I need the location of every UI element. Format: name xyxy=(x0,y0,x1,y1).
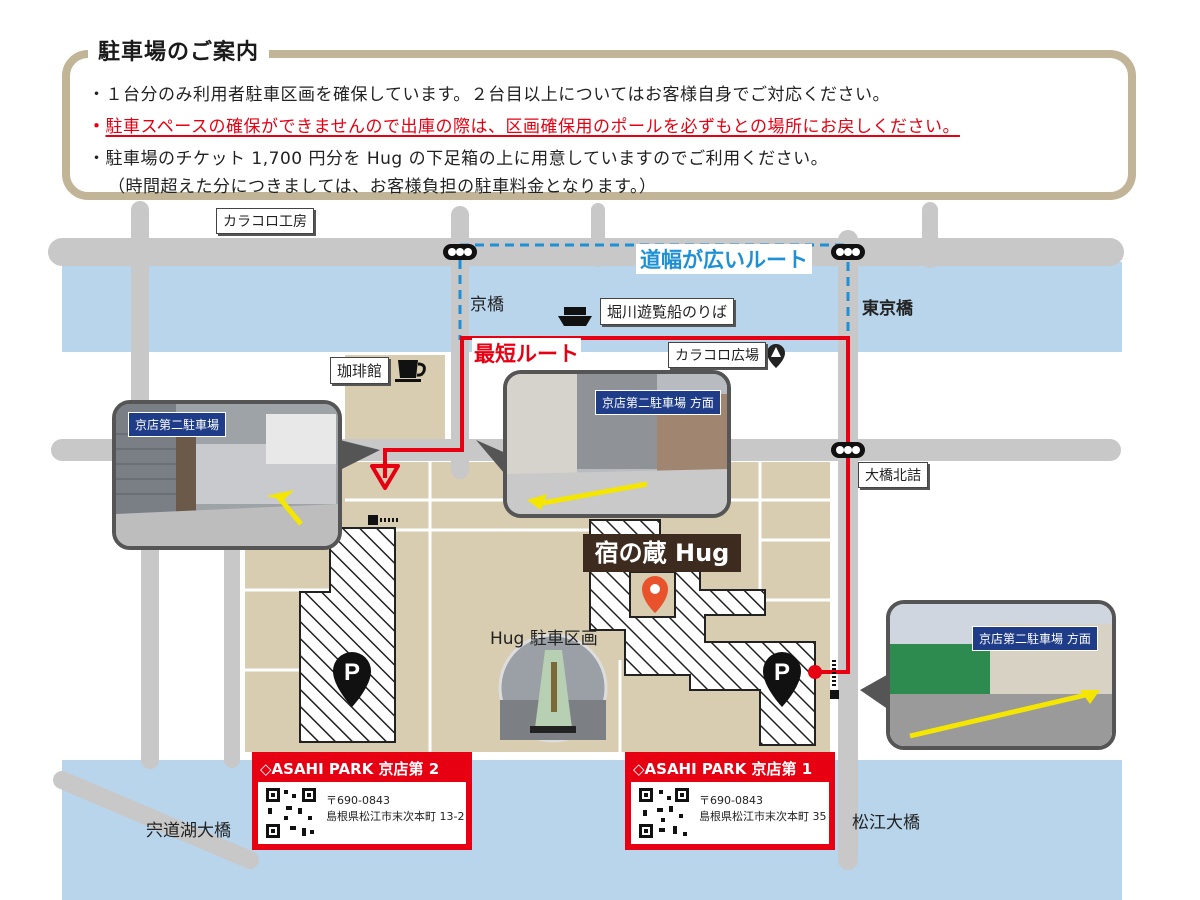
parking-gate-2 xyxy=(368,515,398,525)
notice-line-2-bullet: ・ xyxy=(88,117,106,137)
parking-card-1: ◇ASAHI PARK 京店第 1 〒690-0843 島根県松江市末次本町 3… xyxy=(625,752,835,850)
parking-lot-2 xyxy=(299,527,396,743)
traffic-light-icon xyxy=(831,244,865,260)
parking-card-2: ◇ASAHI PARK 京店第 2 〒690-0843 島根県松江市末次本町 1… xyxy=(252,752,472,850)
parking-card-1-zip: 〒690-0843 xyxy=(699,794,763,807)
photo-right-caption: 京店第二駐車場 方面 xyxy=(972,626,1098,651)
tree-pin-icon xyxy=(767,344,785,368)
photo-center-pointer xyxy=(476,440,510,480)
photo-right-pointer xyxy=(860,672,892,712)
svg-text:P: P xyxy=(774,659,790,686)
notice-panel xyxy=(62,50,1136,200)
label-hug-parking-area: Hug 駐車区画 xyxy=(490,629,598,649)
notice-line-2: ・駐車スペースの確保ができませんので出庫の際は、区画確保用のポールを必ずもとの場… xyxy=(88,112,960,137)
shortest-route-arrowhead xyxy=(370,464,400,490)
boat-icon xyxy=(558,307,592,326)
label-karakoro-hiroba: カラコロ広場 xyxy=(668,342,766,368)
parking-gate-1 xyxy=(830,660,839,699)
notice-title: 駐車場のご案内 xyxy=(88,34,270,66)
label-karakoro-kobo: カラコロ工房 xyxy=(216,208,314,234)
parking-card-2-zip: 〒690-0843 xyxy=(326,794,390,807)
parking-card-2-address: 島根県松江市末次本町 13-2 xyxy=(326,810,465,823)
parking-card-1-title: ◇ASAHI PARK 京店第 1 xyxy=(633,760,813,778)
label-ohashi-kitazume: 大橋北詰 xyxy=(858,462,928,488)
label-coffee: 珈琲館 xyxy=(330,357,390,384)
traffic-light-icon xyxy=(443,244,477,260)
photo-left-caption: 京店第二駐車場 xyxy=(128,412,227,437)
label-horikawa-boat: 堀川遊覧船のりば xyxy=(600,298,735,325)
label-matsue-ohashi: 松江大橋 xyxy=(852,813,920,833)
parking-pin-icon: P xyxy=(333,652,371,707)
notice-line-2-text: 駐車スペースの確保ができませんので出庫の際は、区画確保用のポールを必ずもとの場所… xyxy=(105,117,960,137)
photo-center-caption: 京店第二駐車場 方面 xyxy=(595,390,721,415)
route-shortest-label: 最短ルート xyxy=(472,338,581,368)
notice-line-3: ・駐車場のチケット 1,700 円分を Hug の下足箱の上に用意していますので… xyxy=(88,149,829,169)
shortest-route-line xyxy=(383,336,850,674)
hug-title: 宿の蔵 Hug xyxy=(583,534,741,572)
photo-left-pointer xyxy=(340,440,380,470)
label-shinjiko-ohashi: 宍道湖大橋 xyxy=(146,821,231,841)
notice-line-4: （時間超えた分につきましては、お客様負担の駐車料金となります。） xyxy=(108,177,657,197)
photo-left: 京店第二駐車場 xyxy=(112,400,342,550)
svg-text:P: P xyxy=(344,659,360,686)
photo-right: 京店第二駐車場 方面 xyxy=(886,600,1116,750)
qr-code-icon xyxy=(264,786,318,840)
ohashi-river xyxy=(62,760,1122,900)
hug-pole-photo xyxy=(498,633,608,743)
photo-center: 京店第二駐車場 方面 xyxy=(503,370,731,518)
location-pin-icon xyxy=(642,576,668,613)
parking-pin-icon: P xyxy=(763,652,801,707)
label-higashi-kyobashi: 東京橋 xyxy=(862,299,913,319)
traffic-light-icon xyxy=(831,442,865,458)
label-kyobashi: 京橋 xyxy=(470,295,504,315)
parking-card-2-title: ◇ASAHI PARK 京店第 2 xyxy=(260,760,440,778)
route-start-dot xyxy=(808,665,822,679)
photo-left-illustration xyxy=(116,404,338,546)
parking-card-1-address: 島根県松江市末次本町 35 xyxy=(699,810,827,823)
route-wide-label: 道幅が広いルート xyxy=(636,244,812,274)
coffee-cup-icon xyxy=(395,360,426,382)
qr-code-icon xyxy=(637,786,691,840)
notice-line-1: ・１台分のみ利用者駐車区画を確保しています。２台目以上についてはお客様自身でご対… xyxy=(88,85,890,105)
